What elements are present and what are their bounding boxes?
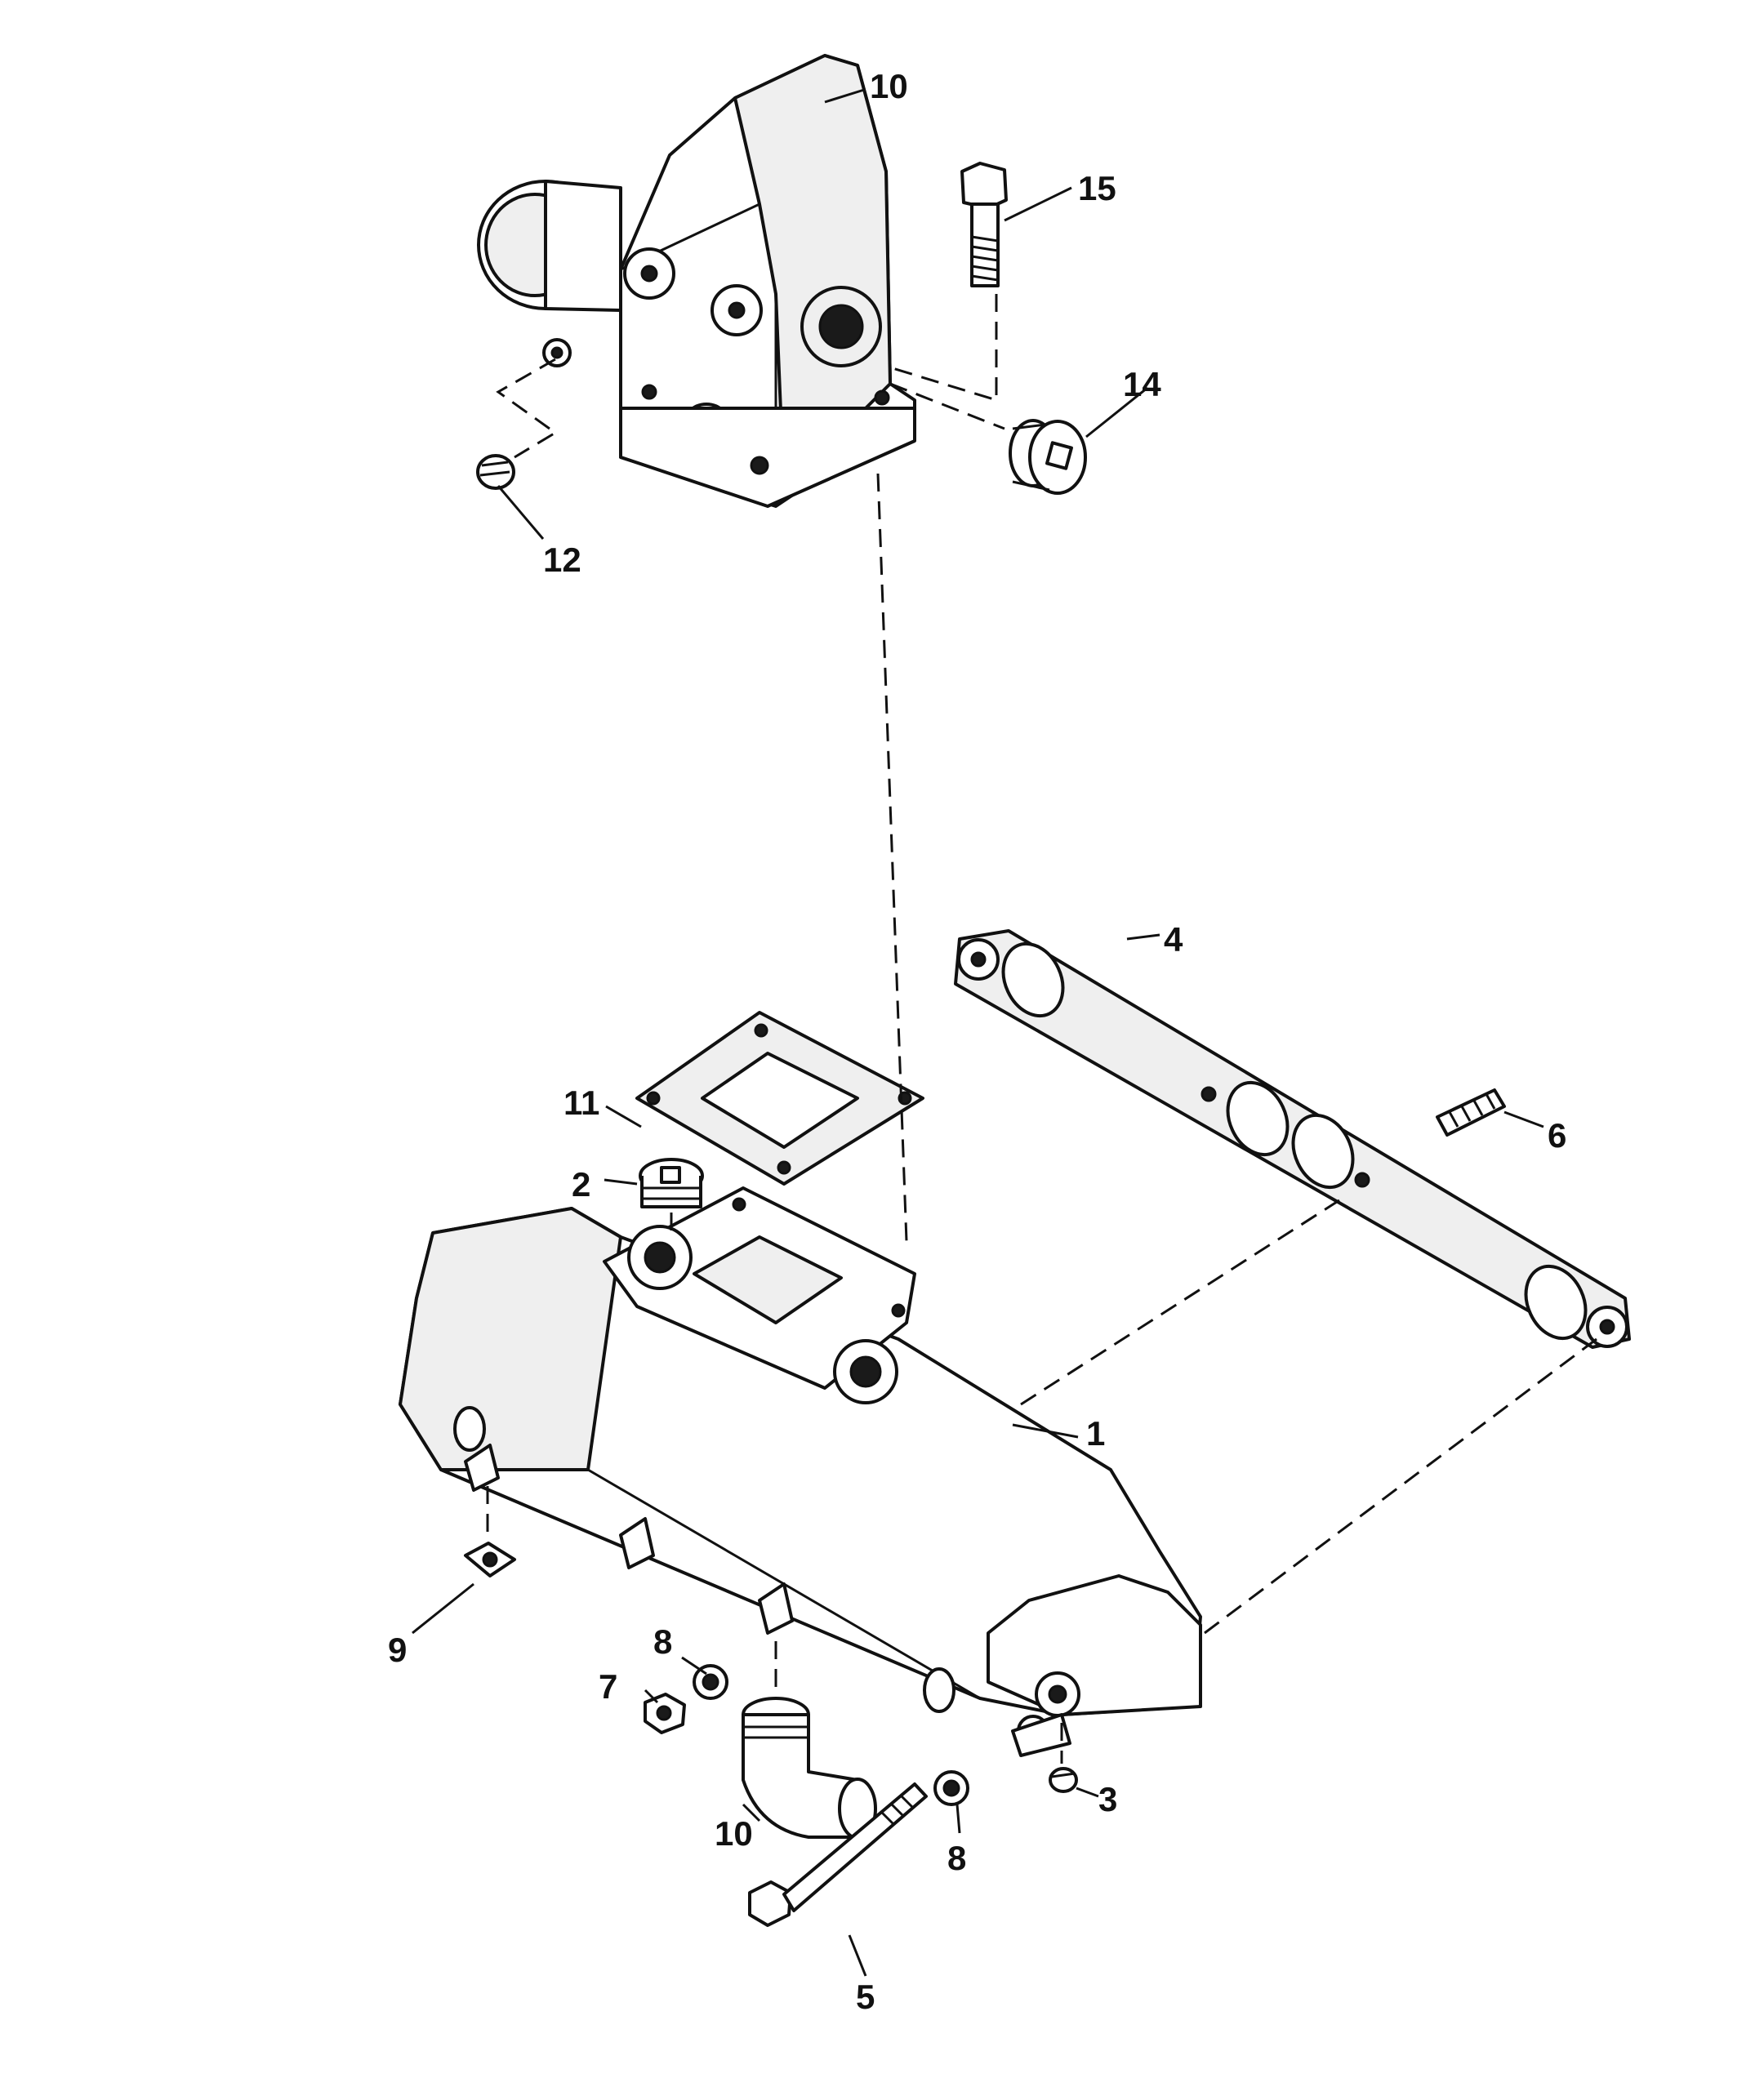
callout-8-lower: 8 <box>947 1839 966 1877</box>
callout-6: 6 <box>1548 1116 1566 1155</box>
callout-15: 15 <box>1078 169 1116 207</box>
callout-14: 14 <box>1123 365 1161 403</box>
part-2-pipe-plug <box>639 1158 704 1208</box>
part-14-pipe-plug <box>1009 419 1087 495</box>
part-15-bolt <box>960 162 1008 287</box>
part-11-elbow-gasket <box>635 1011 924 1186</box>
callout-13: 12 <box>543 541 581 579</box>
callout-3: 3 <box>1098 1780 1117 1818</box>
part-9-clip <box>464 1542 516 1577</box>
assembly-lines <box>486 294 1597 1764</box>
part-5-long-bolt <box>748 1782 928 1927</box>
callout-5: 5 <box>856 1978 875 2016</box>
part-6-stud <box>1436 1088 1506 1137</box>
callout-11: 11 <box>564 1084 599 1122</box>
part-4-manifold-gasket <box>954 929 1631 1349</box>
leader-lines <box>412 88 1544 1977</box>
part-3-pipe-plug <box>1049 1767 1078 1793</box>
part-8-washer-upper <box>693 1664 728 1700</box>
part-13-pipe-plug <box>476 454 515 490</box>
callout-10: 10 <box>715 1814 753 1853</box>
callout-1: 1 <box>1086 1414 1105 1453</box>
callout-labels: 10 15 14 12 4 11 6 2 1 9 8 7 10 3 8 5 <box>388 67 1566 2016</box>
callout-4: 4 <box>1164 920 1183 959</box>
part-1-exhaust-manifold <box>399 1186 1202 1757</box>
part-12-exhaust-elbow <box>477 54 916 508</box>
part-7-nut <box>644 1693 686 1734</box>
part-8-washer-lower <box>933 1770 969 1806</box>
callout-8-upper: 8 <box>653 1622 672 1661</box>
part-10-elbow-fitting <box>742 1697 877 1840</box>
callout-7: 7 <box>599 1667 617 1706</box>
callout-9: 9 <box>388 1631 407 1669</box>
callout-12: 10 <box>870 67 908 105</box>
callout-2: 2 <box>572 1165 590 1204</box>
